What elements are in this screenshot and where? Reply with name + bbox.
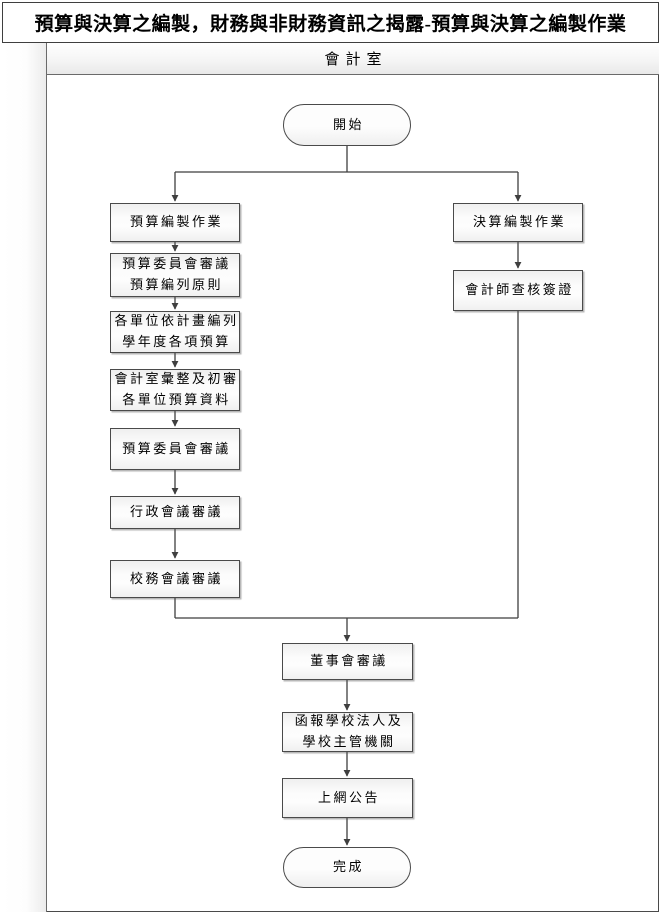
start-terminal: 開始 (283, 104, 411, 146)
node-report-to-school-legal-person-authorities: 函報學校法人及 學校主管機關 (282, 712, 413, 752)
lane-header-accounting-office: 會計室 (47, 43, 659, 75)
node-admin-meeting-review: 行政會議審議 (110, 496, 240, 529)
node-school-affairs-meeting-review: 校務會議審議 (110, 560, 240, 598)
lane-left-strip (2, 43, 47, 912)
node-cpa-audit-certification: 會計師查核簽證 (453, 270, 583, 311)
document-title: 預算與決算之編製，財務與非財務資訊之揭露-預算與決算之編製作業 (2, 2, 659, 43)
node-budget-preparation: 預算編製作業 (110, 203, 240, 242)
node-units-compile-budgets: 各單位依計畫編列 學年度各項預算 (110, 311, 240, 353)
node-publish-online: 上網公告 (282, 778, 413, 818)
node-budget-committee-review: 預算委員會審議 (110, 428, 240, 470)
node-final-accounts-preparation: 決算編製作業 (453, 203, 583, 242)
node-budget-committee-principles: 預算委員會審議 預算編列原則 (110, 253, 240, 297)
node-board-review: 董事會審議 (282, 643, 413, 680)
end-terminal: 完成 (283, 847, 411, 888)
node-accounting-office-initial-review: 會計室彙整及初審 各單位預算資料 (110, 369, 240, 411)
